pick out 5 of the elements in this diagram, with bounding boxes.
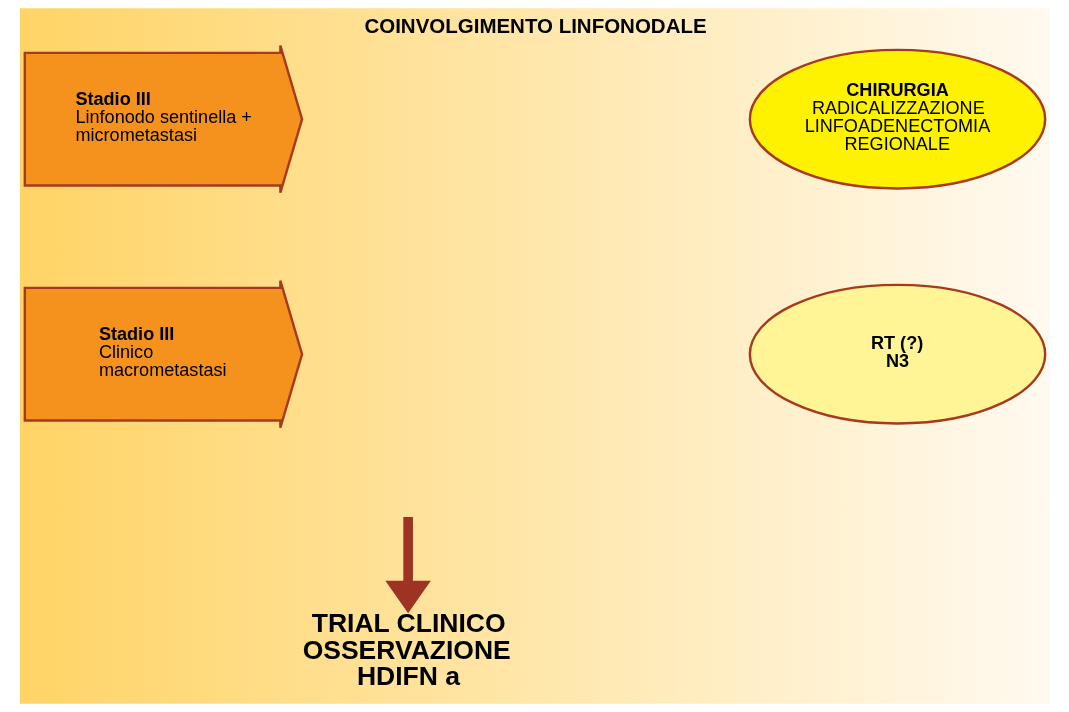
diagram-title: COINVOLGIMENTO LINFONODALE <box>363 14 707 38</box>
node-ellipse: RT (?) N3 <box>748 283 1046 425</box>
node-text: TRIAL CLINICO OSSERVAZIONE HDIFN a <box>302 608 511 692</box>
node-ellipse: CHIRURGIA RADICALIZZAZIONE LINFOADENECTOMIA REGIONALE <box>748 48 1046 190</box>
arrow <box>384 517 431 614</box>
